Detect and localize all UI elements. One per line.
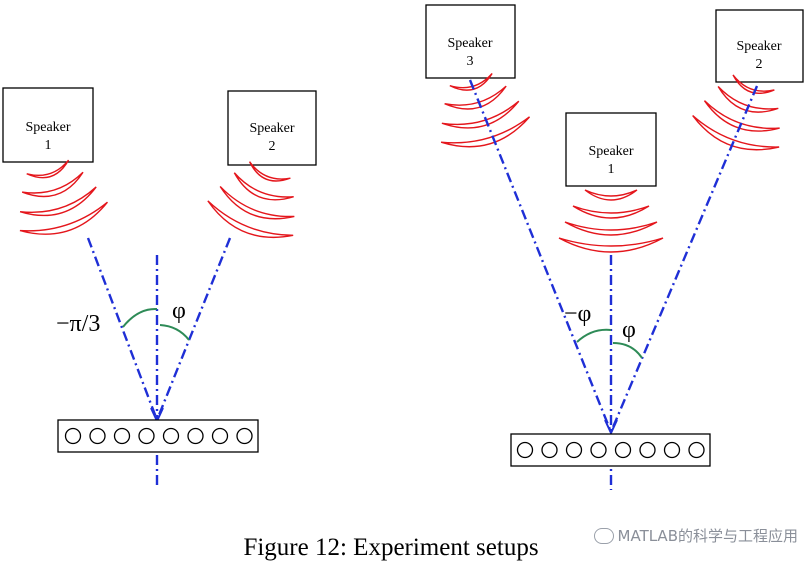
right-speaker-3: Speaker 3 <box>425 4 516 79</box>
right-mic-array <box>510 433 711 467</box>
microphone <box>516 441 534 459</box>
right-speaker-2: Speaker 2 <box>715 9 804 83</box>
right-setup: Speaker 3 Speaker 1 Speaker 2 <box>425 4 804 490</box>
right-angle-label-2: φ <box>622 317 636 343</box>
speaker-label: Speaker <box>447 36 492 51</box>
speaker-number: 2 <box>269 139 276 154</box>
speaker-number: 3 <box>467 54 474 69</box>
right-arrowhead <box>604 419 618 436</box>
speaker-number: 1 <box>45 138 52 153</box>
microphone <box>187 427 204 445</box>
watermark: MATLAB的科学与工程应用 <box>593 525 798 546</box>
right-speaker-3-waves <box>440 73 531 148</box>
right-speaker-1: Speaker 1 <box>565 112 657 187</box>
figure-caption: Figure 12: Experiment setups <box>243 534 539 561</box>
speaker-number: 1 <box>608 162 615 177</box>
speaker-box <box>565 112 657 187</box>
left-angle-label-1: −π/3 <box>56 311 100 337</box>
right-mics <box>516 441 705 459</box>
microphone <box>89 427 106 445</box>
speaker-label: Speaker <box>249 121 294 136</box>
left-speaker-2-waves <box>207 161 295 239</box>
left-angle-label-2: φ <box>172 298 186 324</box>
right-speaker-1-waves <box>558 189 664 253</box>
speaker-box <box>227 90 317 166</box>
right-speaker-2-waves <box>692 74 780 151</box>
microphone <box>162 427 180 445</box>
right-axis-speaker-2 <box>609 85 759 433</box>
microphone <box>236 427 253 445</box>
microphone <box>138 427 155 445</box>
left-axis-speaker-2 <box>155 237 232 421</box>
microphone <box>541 441 558 459</box>
right-angle-label-1: −φ <box>564 301 591 327</box>
microphone <box>113 427 131 445</box>
wechat-icon <box>593 527 614 544</box>
microphone <box>211 427 229 445</box>
microphone <box>614 441 632 459</box>
right-angle-arc-1 <box>576 328 612 343</box>
speaker-box <box>2 87 94 163</box>
microphone <box>663 441 681 459</box>
microphone <box>639 441 656 459</box>
left-setup: Speaker 1 Speaker 2 <box>2 87 317 485</box>
left-speaker-1-waves <box>19 159 109 235</box>
watermark-text: MATLAB的科学与工程应用 <box>617 527 798 545</box>
left-angle-arc-2 <box>159 324 190 341</box>
speaker-box <box>425 4 516 79</box>
microphone <box>565 441 583 459</box>
microphone <box>590 441 607 459</box>
left-angle-arc-1 <box>122 307 158 328</box>
speaker-label: Speaker <box>736 39 781 54</box>
left-axis-speaker-1 <box>86 237 159 421</box>
right-axis-speaker-3 <box>468 79 613 433</box>
microphone <box>688 441 705 459</box>
speaker-box <box>715 9 804 83</box>
left-mics <box>64 427 253 445</box>
speaker-number: 2 <box>756 57 763 72</box>
speaker-label: Speaker <box>25 120 70 135</box>
right-angle-arc-2 <box>612 342 643 359</box>
microphone <box>64 427 82 445</box>
left-speaker-1: Speaker 1 <box>2 87 94 163</box>
speaker-label: Speaker <box>588 144 633 159</box>
left-speaker-2: Speaker 2 <box>227 90 317 166</box>
